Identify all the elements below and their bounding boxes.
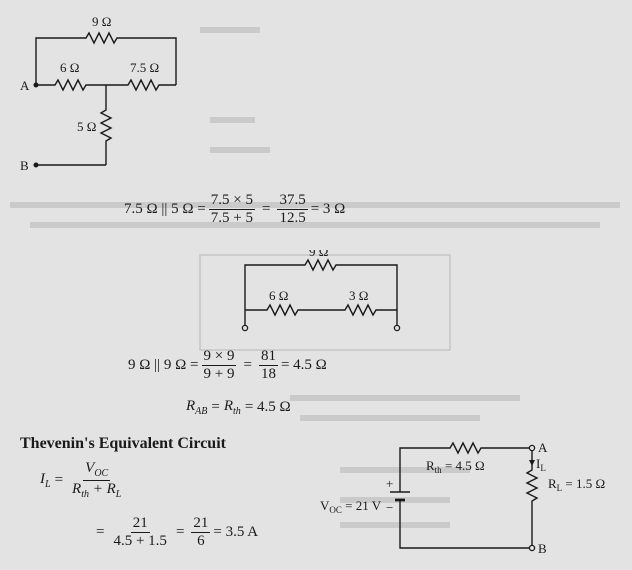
eq5-result: = 3.5 A <box>213 524 259 541</box>
eq1-f1-den: 7.5 + 5 <box>210 210 253 227</box>
eq5-equals-2: = <box>175 524 185 541</box>
rth-label: Rth = 4.5 Ω <box>426 458 485 475</box>
eq4-den: Rth + RL <box>72 480 122 500</box>
equation-parallel-1: 7.5 Ω || 5 Ω = 7.5 × 5 7.5 + 5 = 37.5 12… <box>124 192 345 228</box>
eq4-lhs: IL <box>40 470 51 490</box>
terminal-left <box>241 324 249 332</box>
eq2-result: = 4.5 Ω <box>280 357 327 374</box>
eq1-fraction-1: 7.5 × 5 7.5 + 5 <box>208 192 255 228</box>
eq5-f2-den: 6 <box>197 533 205 550</box>
eq2-f1-num: 9 × 9 <box>201 348 237 367</box>
eq1-lhs: 7.5 Ω || 5 Ω = <box>124 201 206 218</box>
circuit-diagram-2: 9 Ω 6 Ω 3 Ω <box>241 250 401 332</box>
resistor-7-5-label: 7.5 Ω <box>130 60 159 75</box>
eq2-f1-den: 9 + 9 <box>203 366 235 383</box>
terminal-right <box>393 324 401 332</box>
equation-parallel-2: 9 Ω || 9 Ω = 9 × 9 9 + 9 = 81 18 = 4.5 Ω <box>128 348 327 384</box>
eq2-f2-den: 18 <box>260 366 276 383</box>
eq5-f1-num: 21 <box>130 515 150 534</box>
terminal-b <box>528 544 536 552</box>
eq3-r-th: Rth <box>223 398 241 417</box>
eq2-f2-num: 81 <box>258 348 278 367</box>
node-b-label: B <box>20 158 29 173</box>
equation-il-value: = 21 4.5 + 1.5 = 21 6 = 3.5 A <box>92 515 258 551</box>
eq3-equals: = <box>211 399 220 415</box>
node-a-label: A <box>20 78 30 93</box>
terminal-a <box>528 444 536 452</box>
eq1-fraction-2: 37.5 12.5 <box>277 192 308 228</box>
resistor-9-label: 9 Ω <box>92 14 111 29</box>
resistor-9-label-2: 9 Ω <box>309 250 328 259</box>
eq4-num: VOC <box>83 460 111 481</box>
equation-rab: RAB = Rth = 4.5 Ω <box>186 398 295 417</box>
eq4-fraction: VOC Rth + RL <box>70 460 123 500</box>
battery-minus: − <box>386 500 393 515</box>
voc-label: VOC = 21 V <box>320 498 382 515</box>
il-label: IL <box>536 456 546 473</box>
eq3-r-ab: RAB <box>186 398 208 417</box>
eq3-result: = 4.5 Ω <box>244 399 291 415</box>
thevenin-equivalent-circuit: Rth = 4.5 Ω RL = 1.5 Ω VOC = 21 V IL A B… <box>320 440 605 556</box>
resistor-5-label: 5 Ω <box>77 119 96 134</box>
eq2-fraction-2: 81 18 <box>258 348 278 384</box>
section-heading: Thevenin's Equivalent Circuit <box>20 435 226 452</box>
eq4-equals: = <box>54 471 64 488</box>
circuit-diagram-1: 9 Ω 6 Ω 7.5 Ω 5 Ω A B <box>20 14 177 173</box>
battery-plus: + <box>386 476 393 491</box>
node-b-dot <box>33 162 39 168</box>
eq2-equals: = <box>243 357 252 374</box>
resistor-6-label: 6 Ω <box>60 60 79 75</box>
resistor-6-label-2: 6 Ω <box>269 288 288 303</box>
rl-label: RL = 1.5 Ω <box>548 476 605 493</box>
eq5-fraction-2: 21 6 <box>191 515 211 551</box>
eq1-f1-num: 7.5 × 5 <box>208 192 255 211</box>
equation-il-formula: IL = VOC Rth + RL <box>40 460 126 500</box>
node-a-dot <box>33 82 39 88</box>
eq5-fraction-1: 21 4.5 + 1.5 <box>111 515 168 551</box>
eq2-lhs: 9 Ω || 9 Ω = <box>128 357 199 374</box>
eq1-f2-den: 12.5 <box>279 210 306 227</box>
eq1-f2-num: 37.5 <box>277 192 308 211</box>
eq5-f1-den: 4.5 + 1.5 <box>113 533 167 550</box>
eq1-equals: = <box>261 201 271 218</box>
resistor-3-label-2: 3 Ω <box>349 288 368 303</box>
eq5-equals: = <box>96 524 105 541</box>
eq2-fraction-1: 9 × 9 9 + 9 <box>201 348 237 384</box>
node-a-label-2: A <box>538 440 548 455</box>
eq5-f2-num: 21 <box>191 515 211 534</box>
eq1-result: = 3 Ω <box>310 201 346 218</box>
node-b-label-2: B <box>538 541 547 556</box>
current-arrow-icon <box>529 460 535 466</box>
